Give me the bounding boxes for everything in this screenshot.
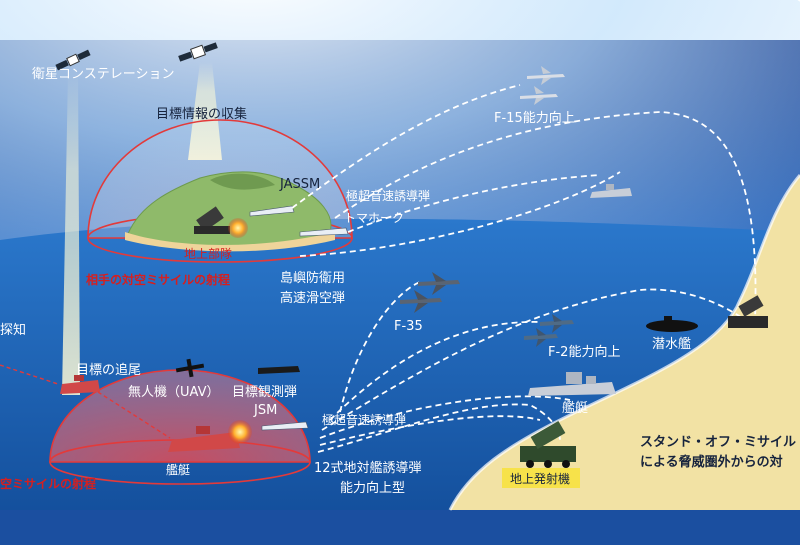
trail-f2 xyxy=(329,321,541,421)
label-tomahawk: トマホーク xyxy=(344,211,404,225)
island-beach xyxy=(125,232,335,252)
satellite-icon xyxy=(55,49,91,71)
label-island-defense-line1: 島嶼防衛用 xyxy=(280,270,345,286)
missile-icon xyxy=(258,366,300,374)
missile-launcher-icon xyxy=(194,206,230,234)
label-standoff-line1: スタンド・オフ・ミサイル xyxy=(640,435,796,450)
fighter-jet-icon xyxy=(527,66,565,85)
fighter-jet-icon xyxy=(524,328,558,347)
label-type12-line2: 能力向上型 xyxy=(340,480,405,496)
trail-glide xyxy=(299,171,621,257)
label-satellite-constellation: 衛星コンステレーション xyxy=(32,67,174,82)
label-target-tracking: 目標の追尾 xyxy=(76,362,141,378)
warship-icon xyxy=(528,372,616,396)
label-uav: 無人機（UAV） xyxy=(128,385,219,400)
trail-to-ship xyxy=(347,174,601,233)
fighter-jet-icon xyxy=(418,272,460,295)
fighter-jet-icon xyxy=(400,290,442,313)
label-warship: 艦艇 xyxy=(562,401,588,416)
label-target-info-collection: 目標情報の収集 xyxy=(156,106,247,122)
satellite-beam-left xyxy=(62,72,80,395)
label-type12-line1: 12式地対艦誘導弾 xyxy=(314,461,422,476)
trail-f35 xyxy=(339,281,421,413)
label-hypersonic-guided-bottom: 極超音速誘導弾 xyxy=(322,412,406,427)
trail-warship xyxy=(319,395,571,439)
missile-launcher-icon xyxy=(520,420,576,468)
warship-icon xyxy=(168,426,240,452)
trail-long-arc xyxy=(334,111,757,321)
label-ground-launcher: 地上発射機 xyxy=(510,471,570,486)
jassm-missile-icon xyxy=(249,205,295,217)
label-submarine: 潜水艦 xyxy=(652,337,691,352)
tomahawk-missile-icon xyxy=(299,227,349,237)
type12-missile-icon xyxy=(261,421,309,431)
label-target-observation: 目標観測弾 xyxy=(232,385,297,400)
island-ridge xyxy=(210,173,275,190)
satellite-icon xyxy=(178,42,218,62)
drone-icon xyxy=(175,358,205,378)
label-hypersonic-guided-top: 極超音速誘導弾 xyxy=(346,188,430,203)
trail-submarine xyxy=(319,415,541,446)
label-f15-upgrade: F-15能力向上 xyxy=(494,110,575,126)
missile-trails xyxy=(291,84,757,453)
label-detection-partial: 探知 xyxy=(0,322,26,338)
explosion-icon xyxy=(228,420,252,444)
label-enemy-vessel: 艦艇 xyxy=(166,463,190,477)
submarine-icon xyxy=(646,316,698,332)
label-ground-unit: 地上部隊 xyxy=(184,246,232,261)
label-enemy-aa-range-top: 相手の対空ミサイルの射程 xyxy=(86,272,230,287)
fighter-jet-icon xyxy=(520,86,558,105)
ground-launcher-label-bg xyxy=(502,468,580,488)
label-island-defense-line2: 高速滑空弾 xyxy=(280,290,345,306)
missile-launcher-icon xyxy=(728,295,768,328)
warship-icon xyxy=(60,375,100,394)
label-jsm: JSM xyxy=(253,403,277,418)
warship-icon xyxy=(590,184,632,198)
label-f35: F-35 xyxy=(394,319,423,334)
label-f2-upgrade: F-2能力向上 xyxy=(548,344,620,360)
label-standoff-line2: による脅威圏外からの対 xyxy=(640,454,783,470)
coastline-land xyxy=(450,175,800,510)
bottom-band xyxy=(0,510,800,545)
trail-coast-launcher xyxy=(321,288,746,431)
fighter-jet-icon xyxy=(540,314,574,333)
label-jassm: JASSM xyxy=(279,177,320,192)
coastline-edge xyxy=(448,174,800,511)
label-enemy-aa-range-bottom: 空ミサイルの射程 xyxy=(0,476,96,491)
explosion-icon xyxy=(228,218,248,238)
detection-arrow xyxy=(0,364,59,385)
tracking-arrow xyxy=(97,391,171,439)
